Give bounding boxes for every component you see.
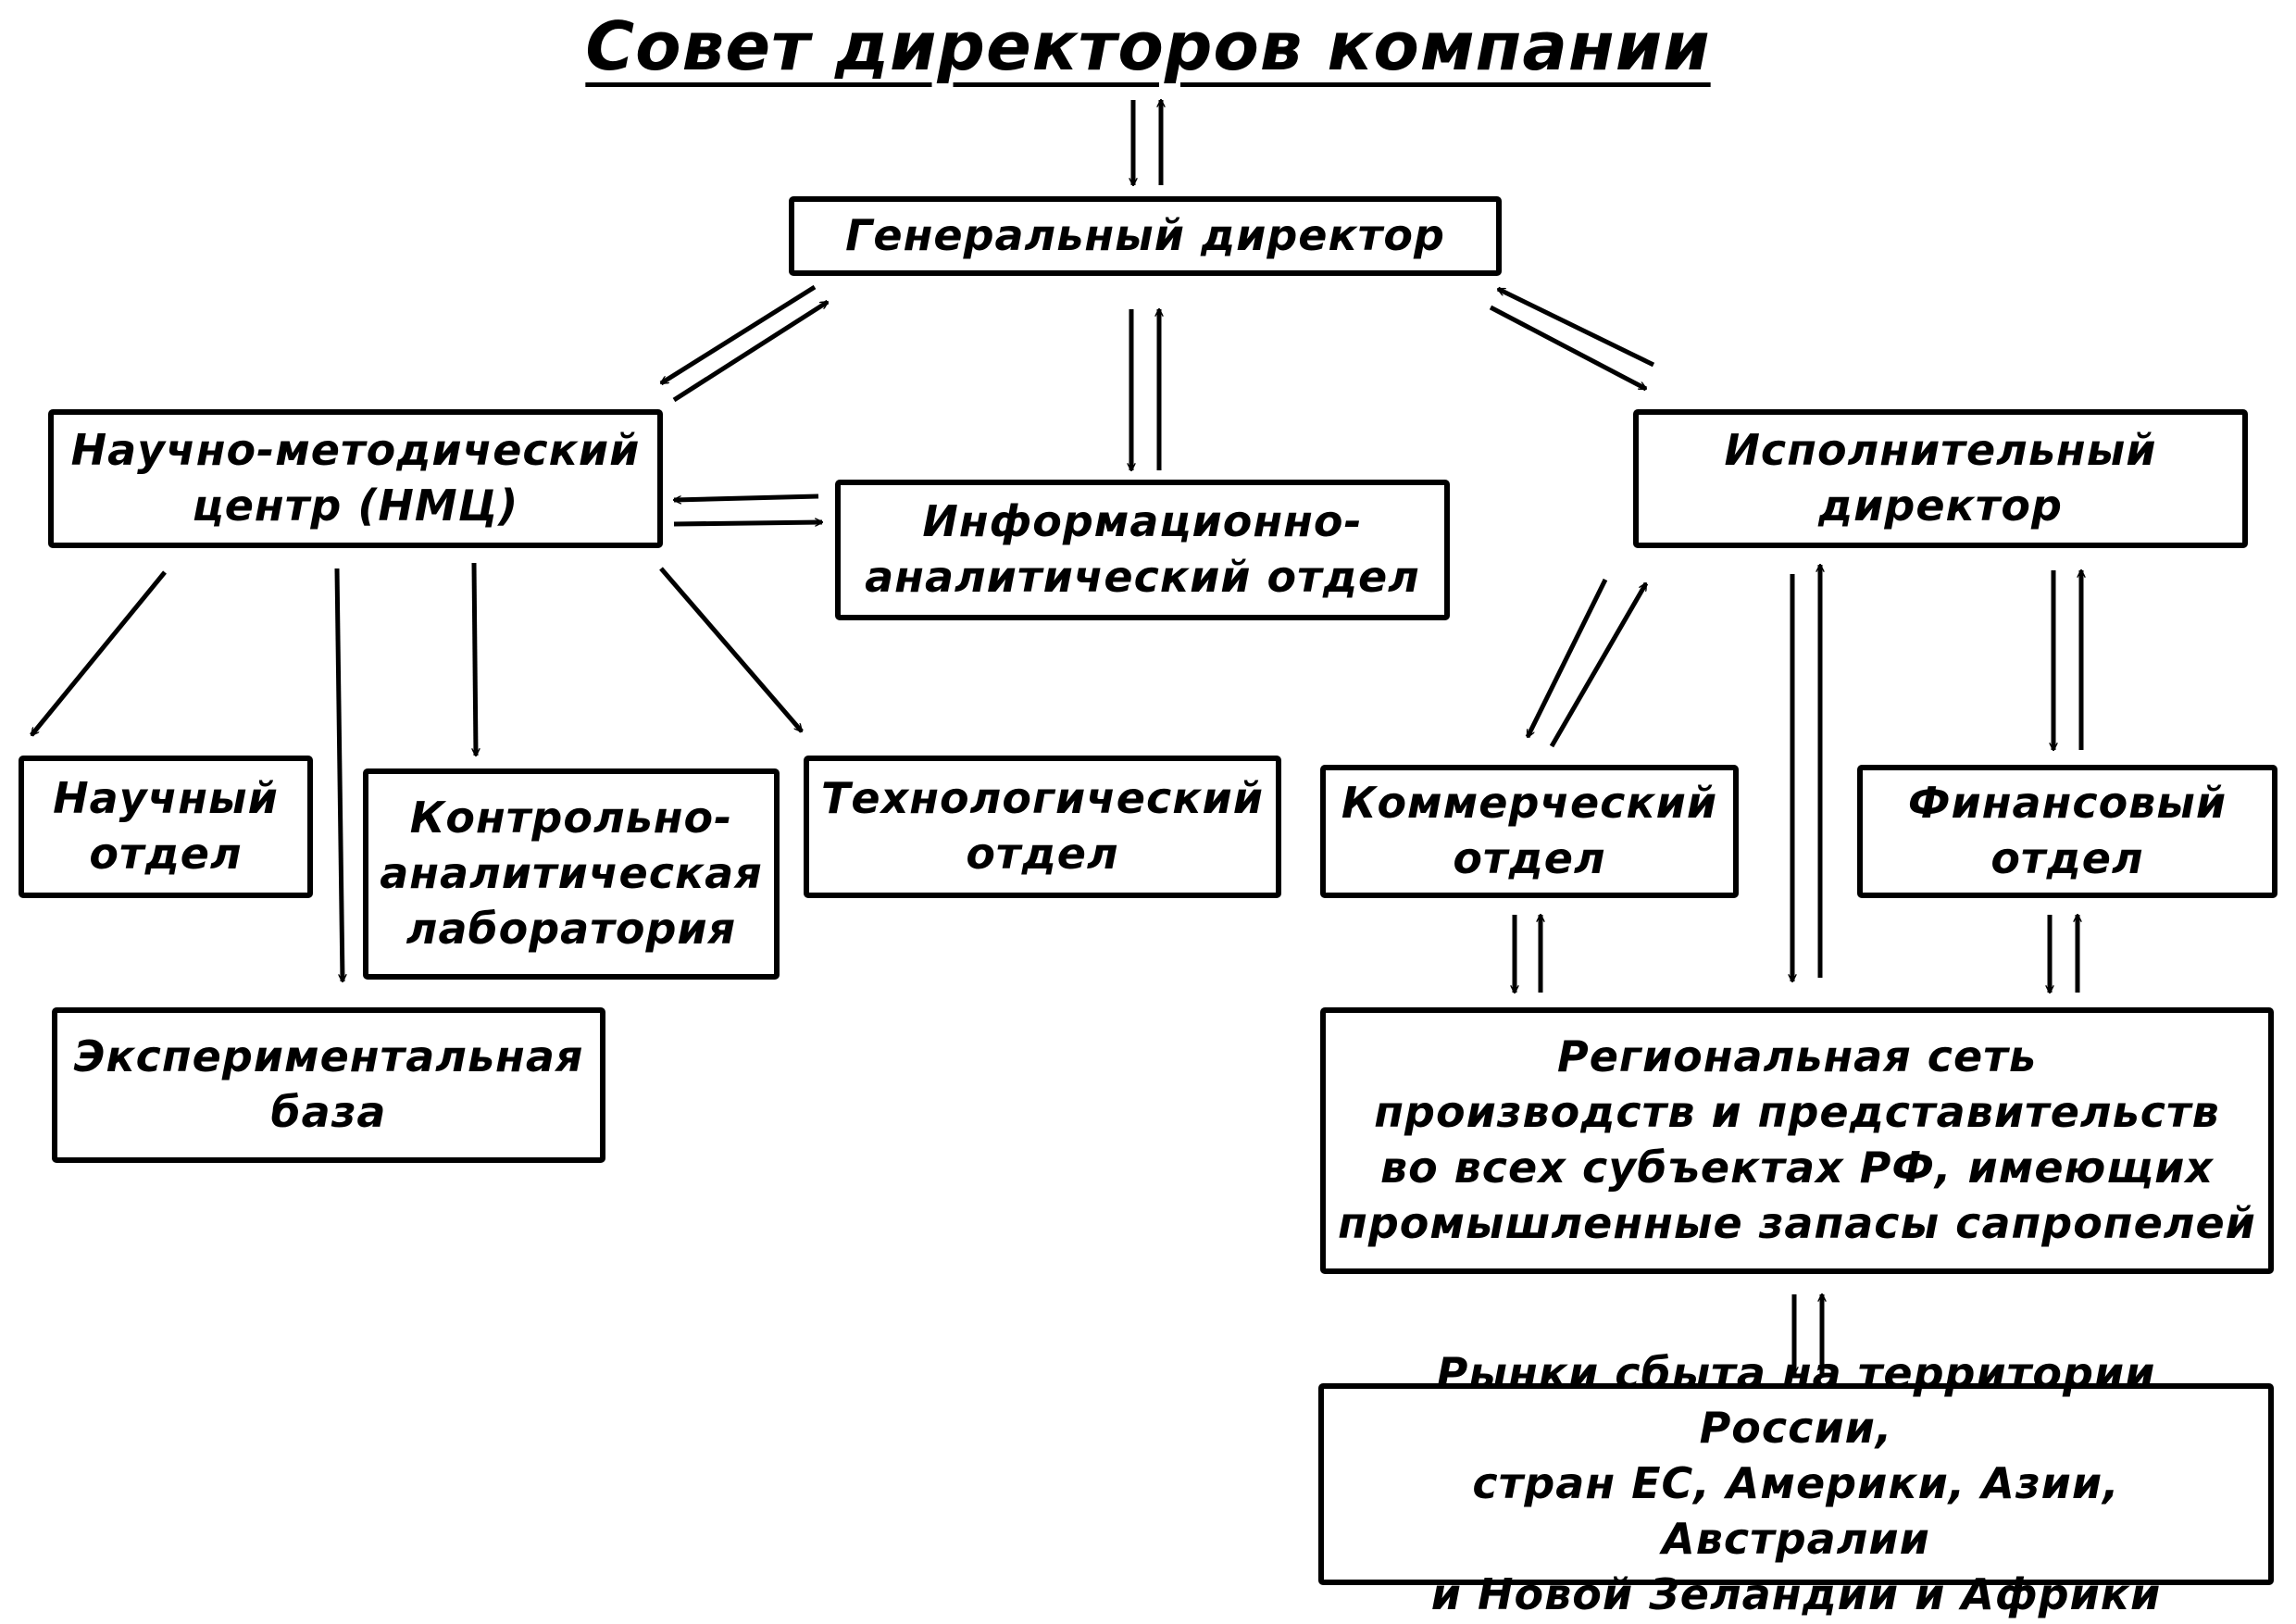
connector-arrow bbox=[1525, 578, 1608, 737]
general-director-box: Генеральный директор bbox=[789, 196, 1502, 276]
connector-arrow bbox=[1498, 286, 1655, 368]
connector-arrow bbox=[1549, 583, 1649, 748]
connector-arrow bbox=[672, 299, 828, 403]
sales-markets-box: Рынки сбыта на территории России, стран … bbox=[1318, 1348, 2274, 1619]
finance-dept-box: Финансовый отдел bbox=[1857, 765, 2277, 898]
connector-arrow bbox=[474, 562, 476, 756]
nmc-box: Научно-методический центр (НМЦ) bbox=[48, 409, 663, 548]
experimental-base-box: Экспериментальная база bbox=[52, 1007, 605, 1163]
control-lab-box: Контрольно- аналитическая лаборатория bbox=[363, 768, 780, 980]
info-analytics-dept-box: Информационно- аналитический отдел bbox=[835, 480, 1450, 620]
tech-dept-box: Технологический отдел bbox=[804, 756, 1281, 898]
executive-director-box: Исполнительный директор bbox=[1633, 409, 2248, 548]
connector-arrow bbox=[30, 570, 167, 735]
connector-arrow bbox=[674, 493, 819, 500]
science-dept-box: Научный отдел bbox=[19, 756, 313, 898]
board-of-directors-title: Совет директоров компании bbox=[585, 7, 1711, 85]
connector-arrow bbox=[661, 284, 817, 386]
commercial-dept-box: Коммерческий отдел bbox=[1320, 765, 1739, 898]
regional-network-box: Региональная сеть производств и представ… bbox=[1320, 1007, 2274, 1274]
connector-arrow bbox=[659, 567, 804, 731]
connector-arrow bbox=[673, 522, 822, 524]
connector-arrow bbox=[1489, 305, 1646, 392]
connector-arrow bbox=[334, 568, 343, 981]
